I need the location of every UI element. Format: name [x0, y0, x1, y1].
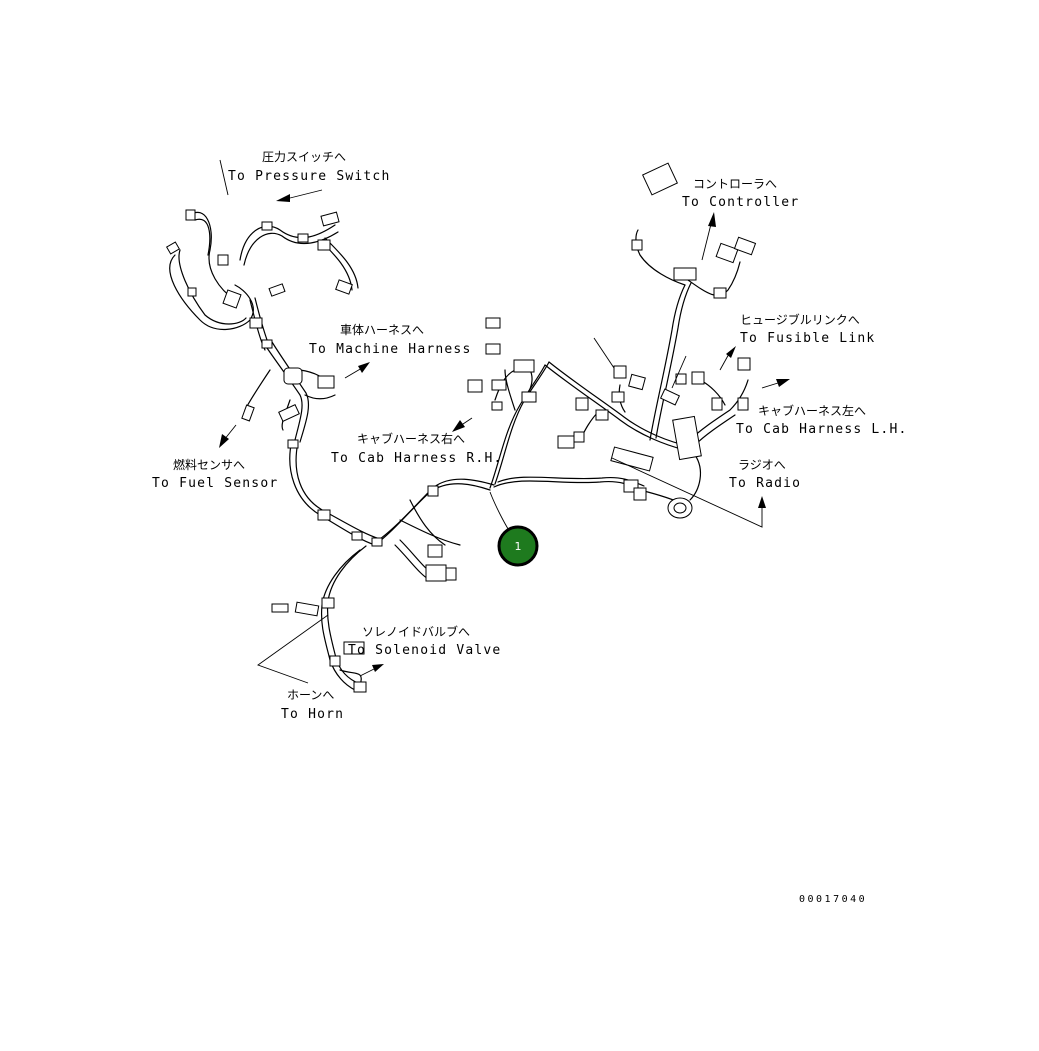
label-fuel-sensor: 燃料センサへ To Fuel Sensor: [152, 457, 278, 491]
leader-lines: [219, 159, 790, 684]
radio-jp: ラジオへ: [738, 458, 786, 472]
label-horn: ホーンへ To Horn: [281, 688, 344, 722]
pressure-switch-jp: 圧力スイッチへ: [262, 150, 346, 164]
callout-circle[interactable]: [497, 525, 539, 567]
label-cab-harness-lh: キャブハーネス左へ To Cab Harness L.H.: [736, 403, 908, 437]
label-cab-harness-rh: キャブハーネス右へ To Cab Harness R.H.: [331, 431, 503, 466]
harness-connectors: [165, 162, 757, 693]
fusible-link-jp: ヒュージブルリンクへ: [740, 312, 860, 327]
label-solenoid-valve: ソレノイドバルブへ To Solenoid Valve: [348, 624, 501, 658]
solenoid-valve-en: To Solenoid Valve: [348, 643, 501, 658]
cab-harness-lh-en: To Cab Harness L.H.: [736, 422, 908, 437]
fusible-link-en: To Fusible Link: [740, 331, 875, 346]
label-radio: ラジオへ To Radio: [729, 458, 801, 491]
label-controller: コントローラへ To Controller: [682, 177, 799, 210]
horn-jp: ホーンへ: [287, 688, 334, 702]
controller-en: To Controller: [682, 195, 799, 210]
controller-jp: コントローラへ: [693, 177, 777, 191]
cab-harness-lh-jp: キャブハーネス左へ: [758, 403, 866, 418]
cab-harness-rh-en: To Cab Harness R.H.: [331, 451, 503, 466]
fuel-sensor-en: To Fuel Sensor: [152, 476, 278, 491]
callout-number: 1: [515, 540, 522, 553]
label-pressure-switch: 圧力スイッチへ To Pressure Switch: [228, 150, 390, 184]
label-machine-harness: 車体ハーネスへ To Machine Harness: [309, 323, 471, 357]
callout-1[interactable]: 1: [497, 525, 539, 567]
fuel-sensor-jp: 燃料センサへ: [173, 457, 245, 472]
cab-harness-rh-jp: キャブハーネス右へ: [357, 431, 465, 446]
horn-en: To Horn: [281, 707, 344, 722]
solenoid-valve-jp: ソレノイドバルブへ: [362, 624, 470, 639]
drawing-code: 00017040: [799, 894, 867, 905]
radio-en: To Radio: [729, 476, 801, 491]
label-fusible-link: ヒュージブルリンクへ To Fusible Link: [740, 312, 875, 346]
machine-harness-en: To Machine Harness: [309, 342, 471, 357]
machine-harness-jp: 車体ハーネスへ: [340, 323, 424, 337]
pressure-switch-en: To Pressure Switch: [228, 169, 390, 184]
